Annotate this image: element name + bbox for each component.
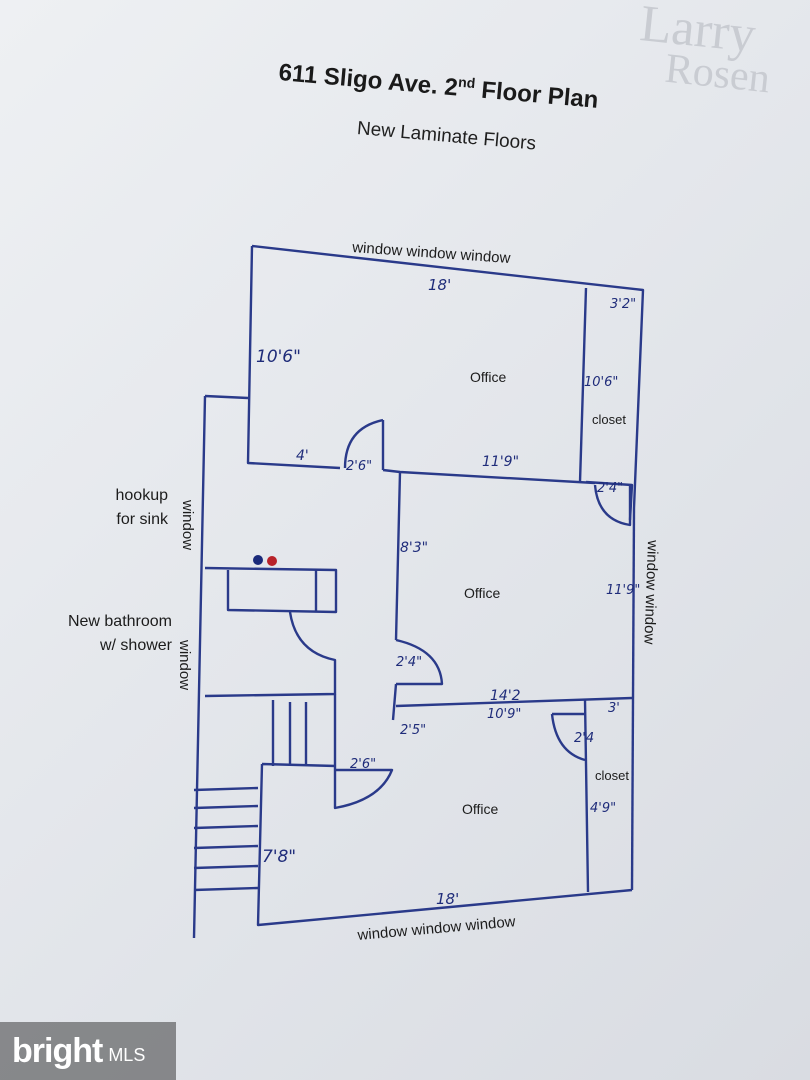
dim-mid-door: 2'4" xyxy=(396,655,422,670)
dim-closet-width: 3'2" xyxy=(610,297,636,312)
dim-mid-height: 8'3" xyxy=(400,540,428,556)
label-closet-top: closet xyxy=(592,412,626,427)
dim-office-top-bottom: 11'9" xyxy=(482,454,519,470)
label-window-left-upper: window xyxy=(179,499,196,550)
door-arc-hall xyxy=(333,694,394,810)
wall-mid-office-left xyxy=(391,471,402,721)
door-arc-bath xyxy=(204,611,337,698)
label-office-top: Office xyxy=(470,369,507,385)
dim-closet-height: 10'6" xyxy=(584,375,618,390)
wall-closet-top xyxy=(578,287,588,483)
door-arc-closet xyxy=(593,484,632,527)
label-window-top: window window window xyxy=(351,239,511,267)
vanity xyxy=(204,566,338,614)
sink-hookup-blue xyxy=(253,555,263,565)
wall-top-left xyxy=(246,245,341,470)
label-new-bathroom: New bathroom w/ shower xyxy=(67,613,172,654)
label-window-left-lower: window xyxy=(176,639,193,690)
dim-mid-width-a: 14'2 xyxy=(490,688,521,704)
dim-wall-4: 4' xyxy=(296,448,309,464)
door-arc-closet2 xyxy=(550,712,586,762)
dim-closet2-door: 2'4 xyxy=(574,731,594,746)
dim-closet-door: 2'4" xyxy=(597,481,623,496)
wall-mid-office-bottom xyxy=(395,696,633,708)
dim-closet2-width: 3' xyxy=(608,701,620,716)
door-arc-top xyxy=(343,418,385,470)
label-office-mid: Office xyxy=(464,585,501,601)
dim-hall-door: 2'6" xyxy=(350,757,376,772)
door-arc-mid xyxy=(395,638,444,686)
dim-bottom-width: 18' xyxy=(436,890,459,908)
dim-door-top: 2'6" xyxy=(346,459,372,474)
label-window-right: window window xyxy=(640,539,661,645)
wall-bottom-office xyxy=(256,762,633,927)
label-hookup-sink: hookup for sink xyxy=(115,487,169,528)
dim-closet2-height: 4'9" xyxy=(590,801,616,816)
dim-top-left-height: 10'6" xyxy=(256,347,301,367)
sink-hookup-red xyxy=(267,556,277,566)
dim-mid-width-b: 10'9" xyxy=(487,707,521,722)
stair-rail xyxy=(271,700,308,766)
dim-hall-a: 2'5" xyxy=(400,723,426,738)
label-closet-bottom: closet xyxy=(595,768,629,783)
dim-top-width: 18' xyxy=(428,276,451,294)
wall-closet-bottom xyxy=(583,699,590,893)
wall-top-office xyxy=(251,244,645,509)
wall-top-office-bottom xyxy=(382,468,596,485)
bright-mls-logo: bright MLS xyxy=(0,1022,176,1080)
dim-bottom-left: 7'8" xyxy=(262,847,296,867)
wall-right xyxy=(630,507,636,891)
dim-right-height: 11'9" xyxy=(606,583,640,598)
label-office-bottom: Office xyxy=(462,801,499,817)
label-window-bottom: window window window xyxy=(356,913,516,944)
wall-left-outer xyxy=(192,394,249,939)
stairs xyxy=(193,786,259,892)
